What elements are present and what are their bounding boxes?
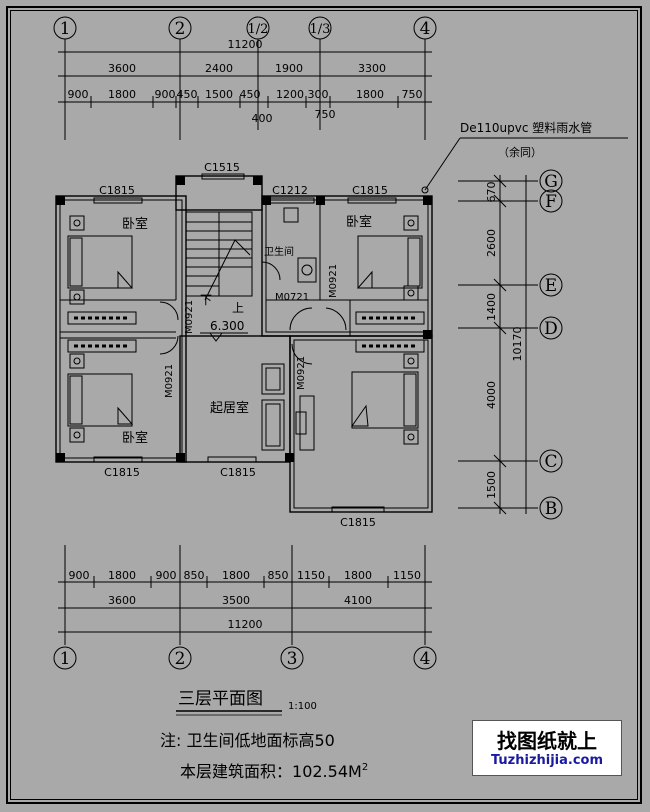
windows — [93, 173, 397, 513]
axis-g: G — [544, 172, 558, 192]
stair-up-label: 上 — [232, 301, 244, 315]
room-bedroom-top-right: 卧室 — [346, 214, 372, 230]
stair-down-label: 下 — [200, 293, 212, 307]
door-m0921-d: M0921 — [296, 356, 307, 390]
bottom-dim-r1-2: 900 — [156, 569, 177, 582]
downpipe-note: （余同） — [498, 145, 542, 159]
axis-1-2-top: 1/2 — [248, 22, 269, 37]
bottom-dim-r1-7: 1800 — [344, 569, 372, 582]
axis-4-bottom: 4 — [420, 649, 431, 669]
top-dim-r2-3: 450 — [177, 88, 198, 101]
drawing-title: 三层平面图 — [178, 689, 263, 709]
title-block: 三层平面图 1:100 注: 卫生间低地面标高50 本层建筑面积：102.54M… — [160, 689, 368, 781]
axis-f: F — [545, 192, 557, 212]
elevation-value: 6.300 — [210, 319, 244, 333]
axis-c: C — [544, 452, 557, 472]
top-dim-r1-3: 3300 — [358, 62, 386, 75]
door-swings — [159, 261, 347, 365]
right-dim-1: 2600 — [485, 229, 498, 257]
room-bedroom-top-left: 卧室 — [122, 216, 148, 232]
bottom-dim-r2-2: 4100 — [344, 594, 372, 607]
window-c1212: C1212 — [272, 184, 308, 197]
nightstands — [69, 215, 419, 445]
door-m0921-a: M0921 — [328, 264, 339, 298]
top-dim-r2-2: 900 — [155, 88, 176, 101]
inner-frame — [10, 10, 638, 800]
logo-text-cn: 找图纸就上 — [497, 729, 597, 753]
door-m0921-b: M0921 — [184, 300, 195, 334]
top-dim-r2-1: 1800 — [108, 88, 136, 101]
room-living: 起居室 — [210, 400, 249, 416]
top-dim-r1-2: 1900 — [275, 62, 303, 75]
window-c1515: C1515 — [204, 161, 240, 174]
axis-e: E — [545, 276, 557, 296]
top-dim-r2-7: 300 — [308, 88, 329, 101]
axis-b: B — [545, 499, 558, 519]
top-dim-r1-0: 3600 — [108, 62, 136, 75]
bottom-dim-r1-6: 1150 — [297, 569, 325, 582]
top-axis-bubbles: 1 2 1/2 1/3 4 — [53, 16, 437, 140]
axis-2-bottom: 2 — [175, 649, 186, 669]
top-dim-extra-0: 400 — [252, 112, 273, 125]
window-c1815-bottom-mid: C1815 — [220, 466, 256, 479]
axis-2-top: 2 — [175, 19, 186, 39]
axis-d: D — [544, 319, 558, 339]
door-m0721: M0721 — [275, 292, 309, 303]
room-bathroom: 卫生间 — [264, 245, 294, 258]
outer-frame — [6, 6, 642, 804]
bottom-dimensions: 900 1800 900 850 1800 850 1150 1800 1150… — [53, 545, 437, 670]
top-dim-r2-0: 900 — [68, 88, 89, 101]
top-dim-r2-4: 1500 — [205, 88, 233, 101]
logo-url: Tuzhizhijia.com — [490, 753, 604, 768]
window-c1815-bottom-right: C1815 — [340, 516, 376, 529]
wardrobes — [67, 311, 425, 353]
bathroom-fixtures — [283, 207, 317, 283]
bottom-dim-r1-0: 900 — [69, 569, 90, 582]
bottom-dim-r1-5: 850 — [268, 569, 289, 582]
bottom-dim-r2-0: 3600 — [108, 594, 136, 607]
bottom-dim-r1-8: 1150 — [393, 569, 421, 582]
window-c1815-top-right: C1815 — [352, 184, 388, 197]
axis-1-bottom: 1 — [60, 649, 71, 669]
elevation-mark: 6.300 — [200, 319, 248, 342]
bottom-dim-r1-3: 850 — [184, 569, 205, 582]
axis-1-3-top: 1/3 — [310, 22, 331, 37]
watermark-logo: 找图纸就上 Tuzhizhijia.com — [472, 720, 622, 776]
bottom-dim-r1-4: 1800 — [222, 569, 250, 582]
right-dimensions: 670 2600 1400 4000 1500 10170 G F E D C … — [458, 169, 563, 520]
beds — [67, 235, 423, 429]
axis-4-top: 4 — [420, 19, 431, 39]
top-dim-r2-6: 1200 — [276, 88, 304, 101]
top-dim-extra-1: 750 — [315, 108, 336, 121]
bottom-dim-r1-1: 1800 — [108, 569, 136, 582]
right-dim-3: 4000 — [485, 381, 498, 409]
axis-3-bottom: 3 — [287, 649, 298, 669]
top-dim-r2-8: 1800 — [356, 88, 384, 101]
top-dim-r1-1: 2400 — [205, 62, 233, 75]
note-floor-area: 本层建筑面积：102.54M2 — [180, 762, 368, 781]
room-bedroom-bottom-left: 卧室 — [122, 430, 148, 446]
downpipe-callout: De110upvc 塑料雨水管 （余同） — [421, 120, 628, 194]
bottom-dim-total: 11200 — [228, 618, 263, 631]
right-dim-total: 10170 — [511, 327, 524, 362]
top-dimensions: 11200 3600 2400 1900 3300 900 1800 900 4… — [58, 38, 432, 125]
right-dim-0: 670 — [485, 182, 498, 203]
top-dim-r2-5: 450 — [240, 88, 261, 101]
living-furniture — [261, 363, 315, 451]
top-dim-total: 11200 — [228, 38, 263, 51]
door-m0921-c: M0921 — [164, 364, 175, 398]
top-dim-r2-9: 750 — [402, 88, 423, 101]
staircase: 下 上 — [185, 211, 253, 315]
right-dim-4: 1500 — [485, 471, 498, 499]
note-bathroom-level: 注: 卫生间低地面标高50 — [160, 731, 335, 750]
axis-1-top: 1 — [60, 19, 71, 39]
right-dim-2: 1400 — [485, 293, 498, 321]
downpipe-label: De110upvc 塑料雨水管 — [460, 120, 592, 135]
window-c1815-top-left: C1815 — [99, 184, 135, 197]
bottom-dim-r2-1: 3500 — [222, 594, 250, 607]
drawing-scale: 1:100 — [288, 701, 317, 712]
window-c1815-bottom-left: C1815 — [104, 466, 140, 479]
